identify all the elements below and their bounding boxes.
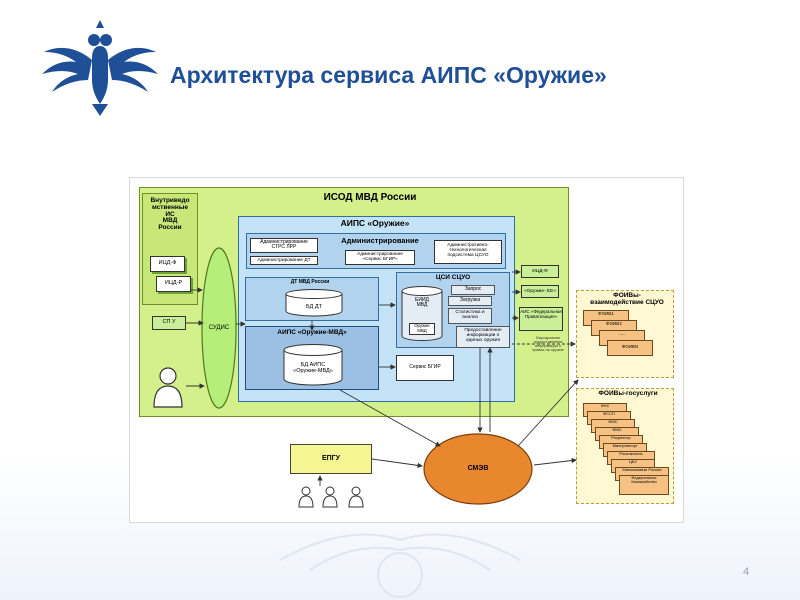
eagle-emblem-icon: [42, 20, 158, 116]
aips-mvd-title: АИПС «Оружие-МВД»: [277, 329, 347, 336]
csu-title: ЦСИ СЦУО: [435, 274, 471, 281]
sudis-label: СУДИС: [208, 325, 230, 331]
line-aips-smev: [339, 389, 441, 447]
foiv-gosuslugi-title: ФОИВы-госуслуги: [598, 390, 658, 397]
internal-systems-title: Внутриведо мственные ИС МВД России: [150, 197, 190, 232]
line-smev-foiv-gosuslugi: [533, 457, 577, 466]
admin-title: Администрирование: [341, 236, 419, 245]
right-green-box-1: ИЦД-Ф: [521, 265, 559, 278]
watermark-emblem-icon: [279, 533, 521, 598]
smev-label: СМЭВ: [467, 465, 489, 472]
foiv-interaction-title: ФОИВы-взаимодействие СЦУО: [590, 292, 664, 306]
bd-dt-cylinder: [285, 289, 343, 317]
line-smev-foiv-interaction: [517, 379, 579, 447]
dt-title: ДТ МВД России: [290, 279, 330, 285]
users-group-icon: [298, 486, 364, 508]
isod-title: ИСОД МВД России: [323, 192, 417, 203]
internal-card-2: ИЦД-Р: [156, 276, 191, 292]
service-bgir-box: Сервис БГИР: [396, 355, 454, 381]
user-icon: [153, 367, 183, 408]
bd-dt-label: БД ДТ: [306, 304, 322, 310]
zagruzka-box: Загрузка: [448, 296, 492, 306]
foiv-gosuslugi-item-10: Федеральное Казначейство: [619, 475, 669, 495]
epgu-box: ЕПГУ: [290, 444, 372, 474]
right-green-box-3: АИС «Федеральная Приватизация»: [519, 307, 563, 331]
slide-title: Архитектура сервиса АИПС «Оружие»: [170, 62, 607, 88]
line-epgu-smev: [371, 458, 423, 469]
admin-dt-box: Администрирование ДТ: [250, 256, 318, 265]
page-number: 4: [742, 566, 750, 578]
internal-card-1: ИЦД-Ф: [150, 256, 185, 272]
foiv-interaction-item-4: ФОИВN: [607, 340, 653, 356]
zapros-box: Запрос: [451, 285, 495, 295]
sps-box: СП У: [152, 316, 186, 330]
aips-title: АИПС «Оружие»: [340, 218, 410, 228]
bd-aips-cylinder: [283, 344, 343, 386]
sudis-ellipse: [201, 247, 237, 409]
bd-aips-label: БД АИПС«Оружие-МВД»: [293, 362, 333, 374]
smev-ellipse: [423, 433, 533, 505]
right-green-box-2: «Оружие- ЕЕ»: [521, 285, 559, 298]
admin-service-box: Администрирование«Сервис БГИР»: [345, 250, 415, 265]
